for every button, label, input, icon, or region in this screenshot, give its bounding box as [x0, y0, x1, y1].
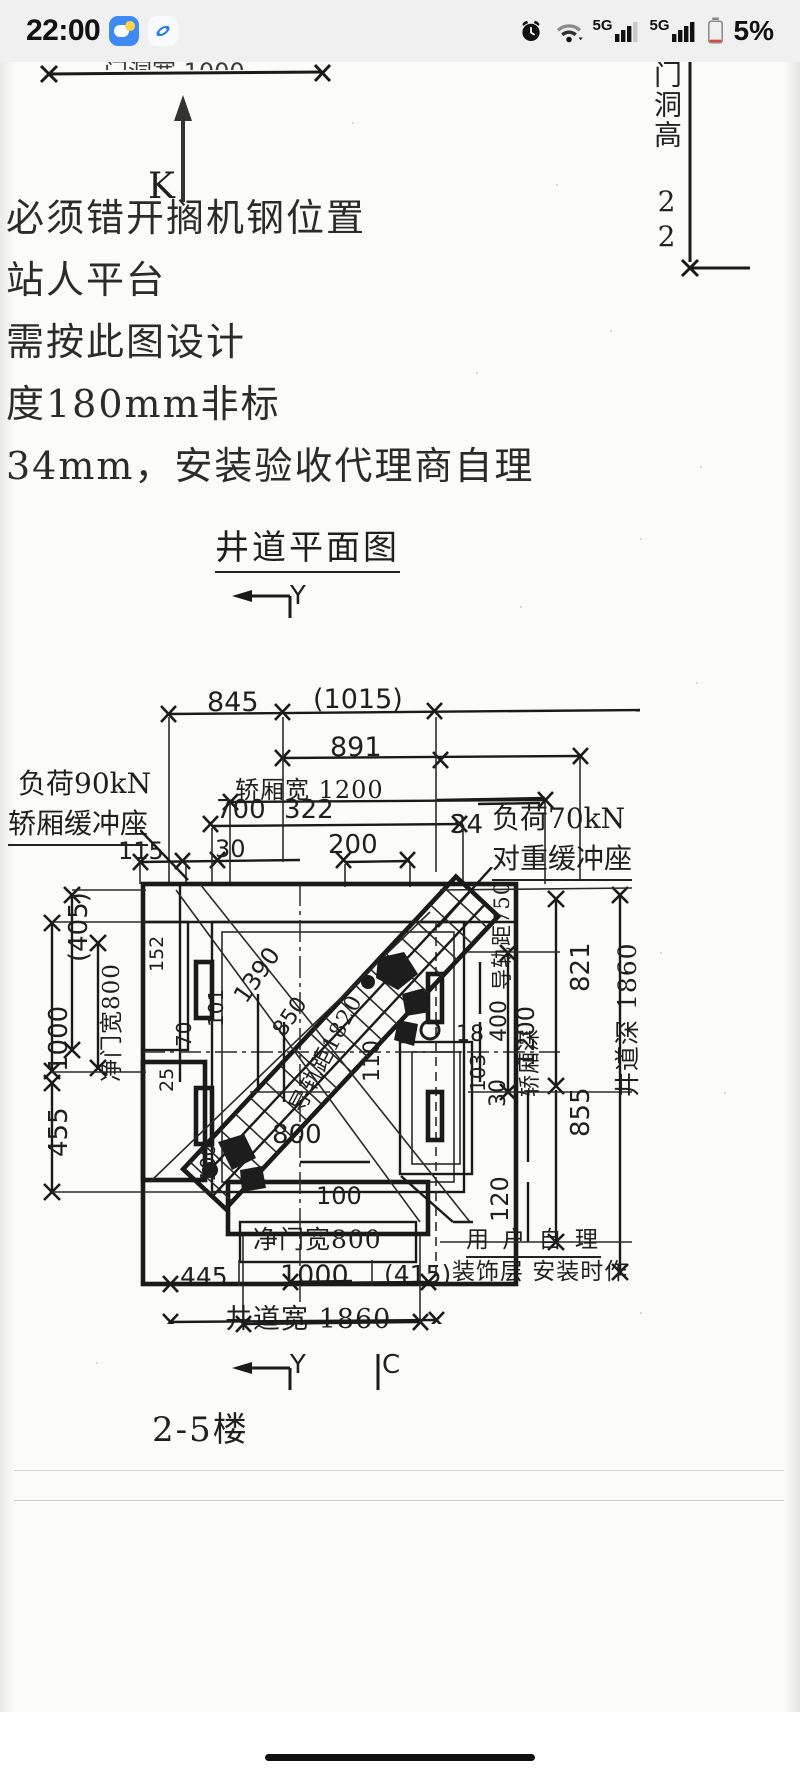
door-height-dimension-line	[680, 62, 750, 278]
dim-845: 845	[207, 687, 259, 718]
bottom-dimension-chain	[162, 1260, 445, 1324]
battery-percent-label: 5%	[733, 15, 774, 46]
status-bar: 22:00	[0, 0, 800, 62]
car-width-label: 轿厢宽 1200	[235, 776, 384, 804]
left-callout-leader	[140, 829, 189, 881]
dim-120: 120	[486, 1176, 514, 1222]
baidu-app-icon[interactable]	[148, 16, 179, 46]
note-line-3: 需按此图设计	[6, 320, 247, 364]
rail-span-750-label: 导轨距750	[490, 880, 514, 990]
sim1-network-label: 5G	[592, 17, 613, 34]
note-line-5: 34mm，安装验收代理商自理	[6, 444, 535, 488]
dim-700: 700	[216, 795, 266, 825]
top-dimension-partial-label: 门洞宽 1000	[104, 62, 245, 70]
k-marker-label: K	[148, 166, 175, 207]
status-bar-left: 22:00	[26, 14, 179, 48]
baidu-glyph-icon	[156, 25, 170, 37]
floor-range-label: 2-5楼	[152, 1410, 249, 1450]
drawing-title: 井道平面图	[215, 520, 400, 573]
battery-icon	[707, 17, 723, 44]
sim2-bars-icon	[671, 22, 694, 42]
scanned-drawing-page[interactable]: 门洞宽 1000 门洞高 22 K 必须错开搁机钢位置 站人平台 需按此图设计 …	[0, 62, 800, 1712]
dim-1000-bottom: 1000	[280, 1260, 349, 1291]
dim-18: 18	[456, 1022, 484, 1047]
dim-101: 101	[204, 988, 228, 1027]
wifi-icon	[556, 24, 583, 43]
bottom-callout-leader	[400, 1175, 473, 1224]
note-line-2: 站人平台	[6, 258, 167, 302]
dim-405: (405)	[64, 892, 94, 962]
dim-100-left: 100	[196, 1143, 220, 1182]
dim-115: 115	[118, 837, 164, 865]
dim-445: 445	[180, 1262, 228, 1291]
dim-34: 34	[450, 810, 484, 840]
dim-415: (415)	[384, 1260, 452, 1289]
shaft-plan-drawing: .hl{stroke:#1a1a1a;stroke-width:2.4;fill…	[43, 702, 641, 1333]
dim-855: 855	[566, 1087, 596, 1137]
dim-400: 400	[487, 1000, 512, 1042]
signal-5g-sim1-icon: 5G	[592, 17, 641, 43]
user-responsibility-note-1: 用 户 自 理	[466, 1220, 601, 1258]
top-axis-arrow-icon	[232, 590, 292, 618]
signal-5g-sim2-icon: 5G	[649, 17, 698, 43]
shaft-depth-label: 井道深 1860	[613, 942, 642, 1097]
dim-25: 25	[156, 1067, 178, 1092]
load-70kn-label: 负荷70kN	[492, 802, 626, 835]
k-direction-arrow-icon	[174, 95, 192, 202]
sim1-bars-icon	[614, 22, 637, 42]
dim-1015: (1015)	[313, 684, 403, 715]
note-line-1: 必须错开搁机钢位置	[6, 196, 367, 240]
right-callout-leader	[437, 867, 493, 928]
bottom-axis-arrow-icon	[232, 1362, 292, 1390]
dim-110: 110	[360, 1040, 385, 1082]
clear-door-width-bottom-label: 净门宽800	[253, 1225, 382, 1254]
section-marker-line	[376, 1354, 380, 1390]
section-marker-label: C	[382, 1350, 401, 1380]
dim-322: 322	[284, 795, 334, 825]
dim-821: 821	[566, 942, 596, 992]
dim-70: 70	[172, 1021, 196, 1047]
counterweight-buffer-seat-label: 对重缓冲座	[492, 837, 633, 881]
status-bar-right: 5G 5G	[517, 15, 774, 47]
dim-100-bottom: 100	[316, 1182, 362, 1210]
dim-891: 891	[330, 732, 382, 763]
user-responsibility-note-2: 装饰层 安装时作	[452, 1259, 629, 1285]
status-bar-clock: 22:00	[26, 14, 101, 47]
door-height-label: 门洞高 22	[650, 62, 683, 255]
car-depth-label: 轿厢深	[518, 1027, 543, 1097]
top-dimension-line	[39, 63, 332, 84]
bottom-axis-label-y: Y	[290, 1350, 306, 1380]
alarm-icon	[521, 20, 540, 42]
dim-30-right: 30	[486, 1079, 511, 1107]
dim-800-inner: 800	[272, 1120, 322, 1150]
sim2-network-label: 5G	[649, 17, 670, 34]
system-navigation-bar	[0, 1712, 800, 1787]
clear-door-width-left-label: 净门宽800	[99, 963, 125, 1082]
weather-app-icon[interactable]	[109, 16, 140, 46]
dim-30-top: 30	[215, 835, 246, 863]
note-line-4: 度180mm非标	[6, 382, 281, 426]
top-axis-label-y: Y	[290, 581, 306, 611]
dim-200: 200	[328, 830, 378, 860]
dim-455: 455	[44, 1107, 74, 1157]
dim-152-25: 152	[146, 935, 168, 972]
load-90kn-label: 负荷90kN	[18, 767, 152, 800]
car-buffer-seat-label: 轿厢缓冲座	[8, 802, 149, 846]
dim-1000-left: 1000	[44, 1005, 74, 1072]
home-indicator[interactable]	[265, 1754, 535, 1761]
